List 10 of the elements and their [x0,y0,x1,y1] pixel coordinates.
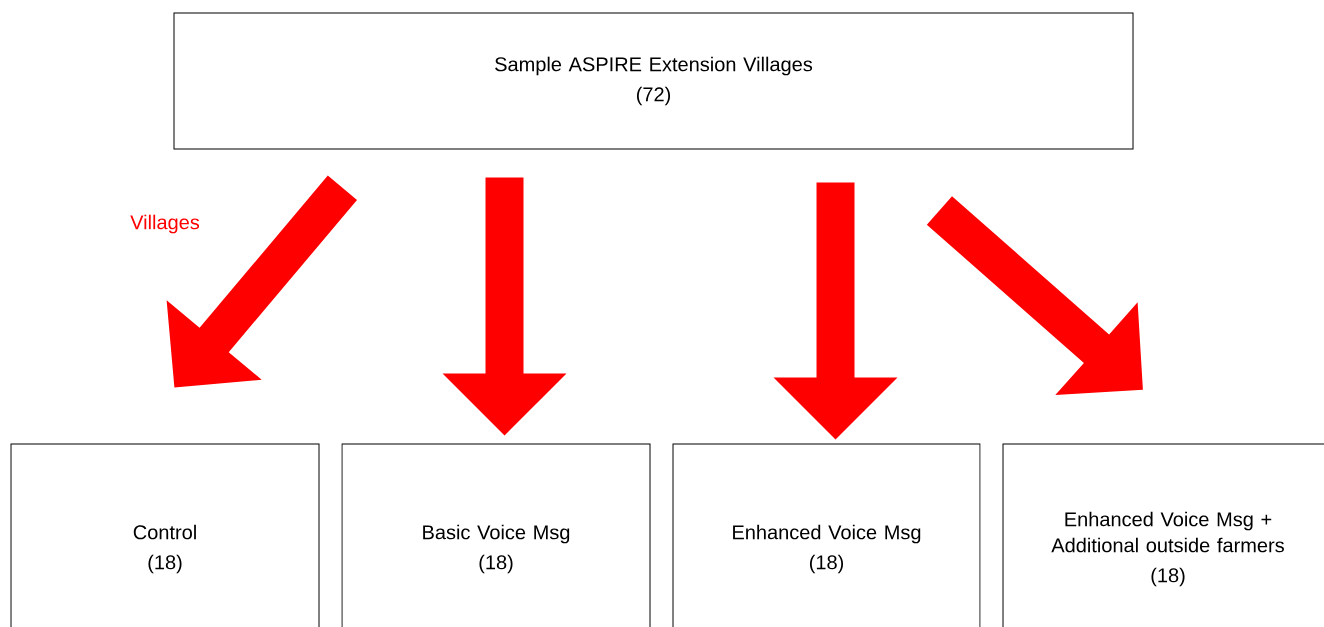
block-arrow [773,182,898,440]
block-arrow [926,196,1143,396]
process-box: Basic Voice Msg (18) [341,443,651,627]
process-box: Enhanced Voice Msg + Additional outside farmers (18) [1002,443,1324,627]
process-box: Control (18) [10,443,320,627]
process-box: Sample ASPIRE Extension Villages (72) [173,12,1134,150]
process-box: Enhanced Voice Msg (18) [672,443,981,627]
block-arrow [442,177,567,436]
block-arrow [166,175,357,388]
edge-label: Villages [130,214,200,234]
